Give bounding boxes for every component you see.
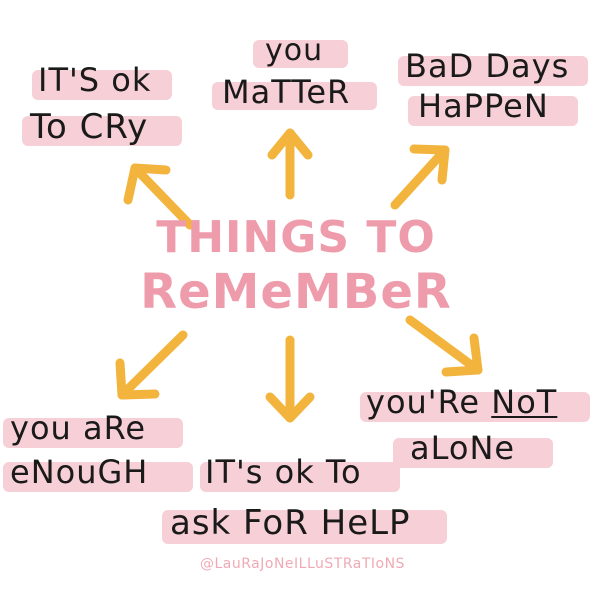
highlight-cry-2: [22, 116, 182, 146]
message-not-alone-part1: you'Re: [366, 383, 492, 421]
arrow-to-matter: [267, 128, 313, 200]
message-matter-line2: MaTTeR: [222, 73, 351, 111]
highlight-cry-1: [32, 70, 172, 100]
message-matter-line1: you: [265, 33, 324, 68]
artist-credit: @LauRaJoNeILLuSTRaTIoNS: [200, 556, 405, 572]
message-help-line1: IT's ok To: [205, 453, 362, 491]
highlight-help-2: [162, 510, 447, 544]
highlight-matter-2: [212, 82, 377, 110]
center-title-line1: THINGS TO: [156, 212, 436, 263]
arrow-to-help: [265, 335, 315, 423]
arrow-to-enough: [115, 330, 188, 400]
message-not-alone-emphasis: NoT: [491, 383, 558, 421]
arrow-to-bad-days: [390, 144, 450, 210]
message-enough-line1: you aRe: [10, 409, 147, 447]
highlight-notalone-1: [360, 392, 590, 422]
message-not-alone-line2: aLoNe: [410, 429, 516, 467]
message-help-line2: ask FoR HeLP: [170, 503, 411, 543]
arrow-to-cry: [123, 163, 195, 230]
message-not-alone-line1: you'Re NoT: [366, 386, 557, 418]
message-cry-line2: To CRy: [30, 107, 149, 147]
highlight-notalone-2: [393, 438, 553, 468]
highlight-matter-1: [253, 40, 348, 68]
highlight-enough-2: [3, 462, 193, 492]
center-title-line2: ReMeMBeR: [140, 264, 452, 320]
message-bad-days-line1: BaD Days: [405, 47, 570, 85]
highlight-help-1: [200, 462, 400, 492]
message-cry-line1: IT'S ok: [38, 61, 152, 99]
message-enough-line2: eNouGH: [10, 453, 149, 491]
highlight-enough-1: [3, 418, 183, 448]
highlight-baddays-1: [398, 56, 588, 86]
message-bad-days-line2: HaPPeN: [418, 87, 549, 125]
highlight-baddays-2: [408, 96, 578, 126]
arrow-to-not-alone: [405, 315, 483, 377]
